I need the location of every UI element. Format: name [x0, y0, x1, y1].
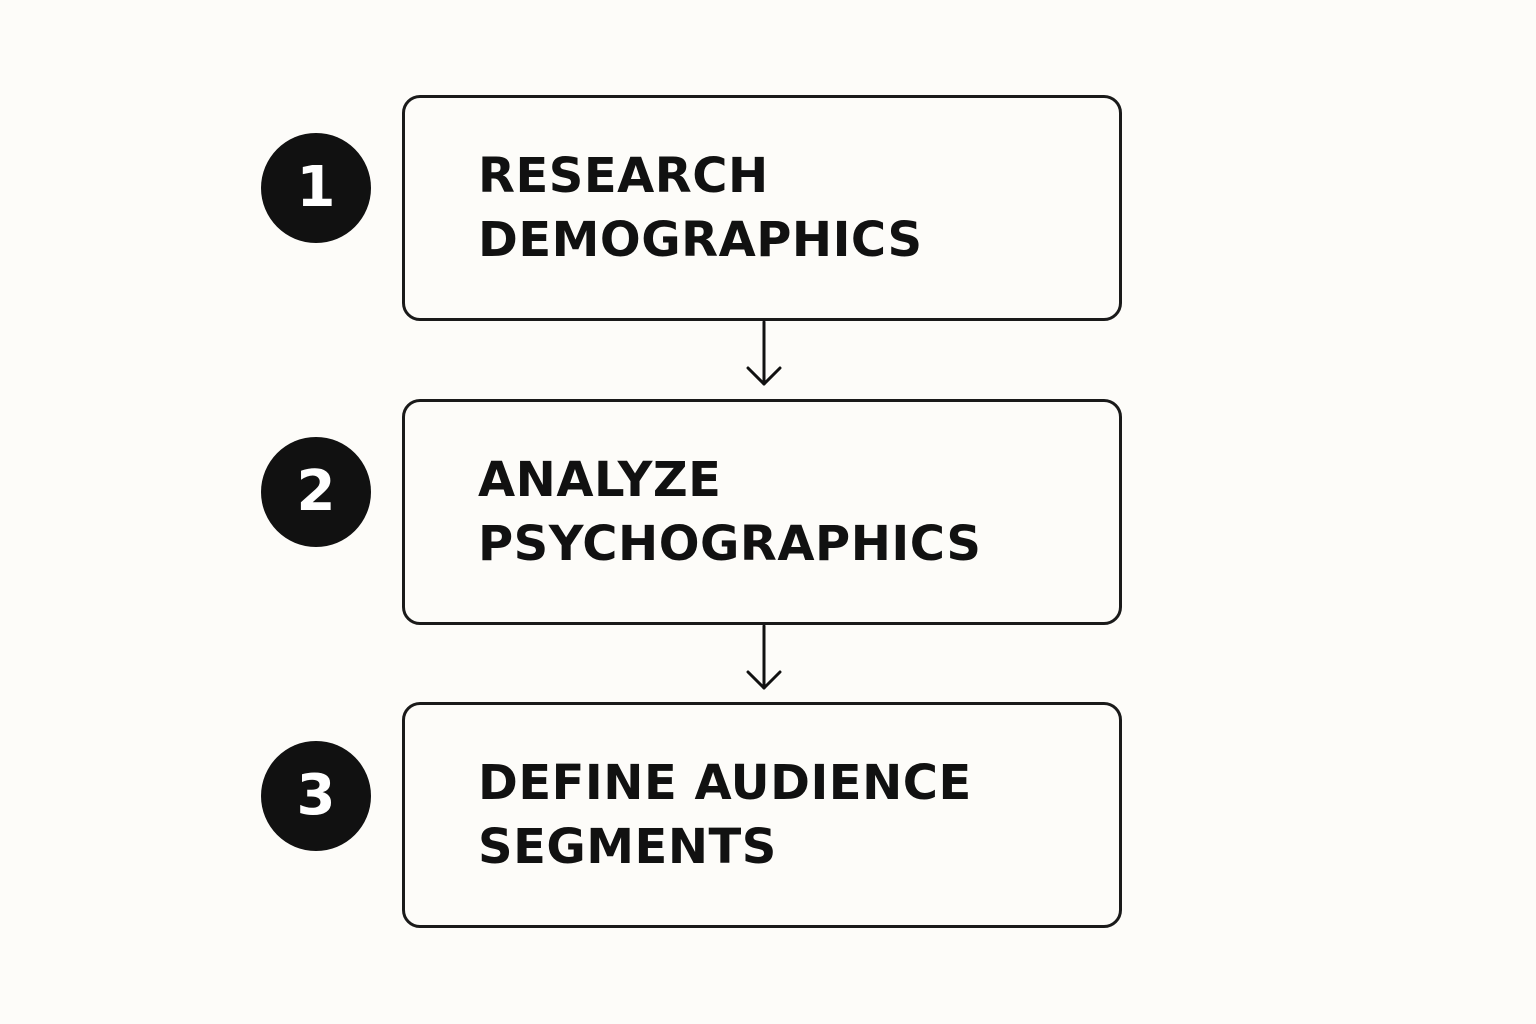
step-2-label: ANALYZE PSYCHOGRAPHICS [478, 452, 982, 572]
arrow-step-1-to-2 [746, 320, 782, 386]
step-3-label: DEFINE AUDIENCE SEGMENTS [478, 755, 972, 875]
step-1-number-badge: 1 [261, 133, 371, 243]
arrow-step-2-to-3 [746, 624, 782, 690]
step-3-number-badge: 3 [261, 741, 371, 851]
step-2-number: 2 [296, 459, 336, 524]
step-2-box: ANALYZE PSYCHOGRAPHICS [402, 399, 1122, 625]
step-3-number: 3 [296, 763, 336, 828]
step-1-number: 1 [296, 155, 336, 220]
step-1-label: RESEARCH DEMOGRAPHICS [478, 148, 923, 268]
step-3-box: DEFINE AUDIENCE SEGMENTS [402, 702, 1122, 928]
step-1-box: RESEARCH DEMOGRAPHICS [402, 95, 1122, 321]
step-2-number-badge: 2 [261, 437, 371, 547]
